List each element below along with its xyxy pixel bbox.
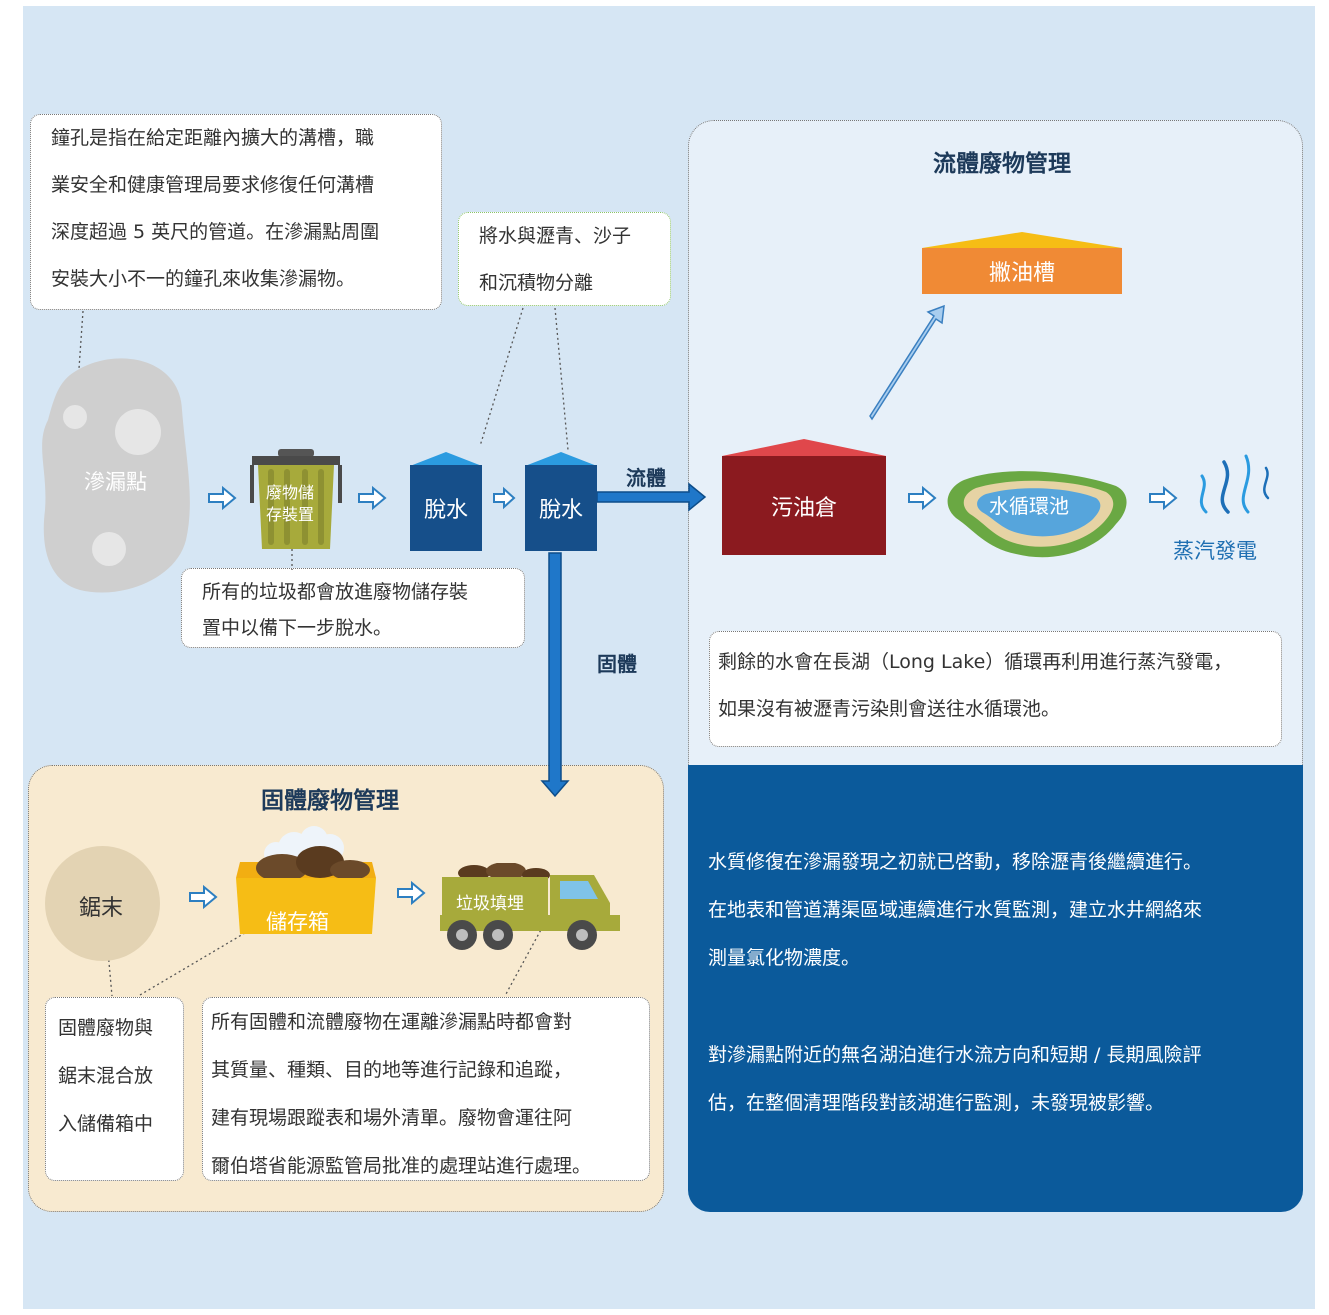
sawdust-note: 固體廢物與 鋸末混合放 入儲備箱中 [45, 997, 184, 1181]
sawdust-connector [106, 939, 113, 997]
water-quality-line: 測量氯化物濃度。 [708, 947, 861, 969]
water-pond-icon [947, 471, 1127, 558]
skim-tank-roof [922, 232, 1122, 248]
tracking-note-line: 爾伯塔省能源監管局批准的處理站進行處理。 [211, 1155, 592, 1177]
solid-arrow-icon [540, 552, 570, 798]
water-quality-line: 估，在整個清理階段對該湖進行監測，未發現被影響。 [708, 1092, 1165, 1114]
fluid-label: 流體 [626, 466, 666, 490]
sawdust-note-line: 入儲備箱中 [58, 1113, 154, 1135]
water-quality-para2: 對滲漏點附近的無名湖泊進行水流方向和短期 / 長期風險評 估，在整個清理階段對該… [708, 1031, 1293, 1127]
borehole-note-line: 安裝大小不一的鐘孔來收集滲漏物。 [51, 268, 356, 290]
storage-device-label-line: 存裝置 [266, 505, 315, 524]
water-quality-para1: 水質修復在滲漏發現之初就已啓動，移除瀝青後繼續進行。 在地表和管道溝渠區域連續進… [708, 838, 1293, 982]
borehole-note-line: 深度超過 5 英尺的管道。在滲漏點周圍 [51, 221, 380, 243]
tracking-note-line: 建有現場跟蹤表和場外清單。廢物會運往阿 [211, 1107, 573, 1129]
borehole-note: 鐘孔是指在給定距離內擴大的溝槽，職 業安全和健康管理局要求修復任何溝槽 深度超過… [30, 114, 442, 310]
solid-label: 固體 [597, 652, 637, 676]
oil-tank-box: 污油倉 [722, 456, 886, 555]
skim-tank-box: 撇油槽 [922, 248, 1122, 294]
sawdust-note-line: 鋸末混合放 [58, 1065, 154, 1087]
steam-icon [1199, 454, 1270, 514]
arrow-icon [908, 485, 937, 511]
separate-note-line: 和沉積物分離 [479, 272, 594, 294]
truck-icon [440, 863, 620, 950]
storage-note-line: 所有的垃圾都會放進廢物儲存裝 [202, 581, 469, 603]
dewater1-box: 脫水 [410, 465, 482, 551]
water-quality-line: 水質修復在滲漏發現之初就已啓動，移除瀝青後繼續進行。 [708, 851, 1203, 873]
leak-point-label: 滲漏點 [84, 470, 147, 494]
separate-connector-1 [479, 307, 524, 447]
storage-box-label: 儲存箱 [266, 910, 329, 934]
water-pond-label: 水循環池 [989, 494, 1069, 518]
dewater1-roof [410, 452, 482, 466]
borehole-note-line: 鐘孔是指在給定距離內擴大的溝槽，職 [51, 127, 375, 149]
water-quality-panel [688, 765, 1303, 1212]
skim-arrow-icon [869, 304, 945, 421]
dewater2-roof [525, 452, 597, 466]
storage-device-label-line: 廢物儲 [266, 483, 315, 502]
borehole-note-line: 業安全和健康管理局要求修復任何溝槽 [51, 174, 375, 196]
arrow-icon [1149, 485, 1178, 511]
tracking-note-line: 所有固體和流體廢物在運離滲漏點時都會對 [211, 1011, 573, 1033]
borehole-connector [75, 310, 84, 413]
lake-note-line: 如果沒有被瀝青污染則會送往水循環池。 [718, 698, 1061, 720]
lake-note: 剩餘的水會在長湖（Long Lake）循環再利用進行蒸汽發電， 如果沒有被瀝青污… [709, 631, 1282, 747]
sawdust-label: 鋸末 [79, 896, 124, 921]
water-quality-line: 對滲漏點附近的無名湖泊進行水流方向和短期 / 長期風險評 [708, 1044, 1202, 1066]
separate-note-line: 將水與瀝青、沙子 [479, 225, 632, 247]
liquid-waste-title: 流體廢物管理 [933, 151, 1071, 177]
trash-can-icon [250, 449, 342, 549]
arrow-icon [208, 485, 237, 511]
solid-waste-title: 固體廢物管理 [261, 788, 399, 814]
tracking-note: 所有固體和流體廢物在運離滲漏點時都會對 其質量、種類、目的地等進行記錄和追蹤， … [202, 997, 650, 1181]
storage-box-icon [236, 826, 376, 934]
storage-note-line: 置中以備下一步脫水。 [202, 617, 393, 639]
landfill-label: 垃圾填埋 [456, 894, 524, 914]
dewater2-box: 脫水 [525, 465, 597, 551]
sawdust-note-line: 固體廢物與 [58, 1017, 154, 1039]
separate-note: 將水與瀝青、沙子 和沉積物分離 [458, 212, 671, 306]
water-quality-line: 在地表和管道溝渠區域連續進行水質監測，建立水井網絡來 [708, 899, 1203, 921]
tracking-note-line: 其質量、種類、目的地等進行記錄和追蹤， [211, 1059, 573, 1081]
sawdust-circle [45, 846, 160, 961]
steam-label: 蒸汽發電 [1173, 539, 1257, 563]
sawdust-box-connector [139, 929, 251, 996]
arrow-icon [358, 485, 387, 511]
separate-connector-2 [554, 307, 569, 451]
leak-point-blob [42, 358, 190, 593]
arrow-icon [493, 486, 516, 510]
arrow-icon [397, 880, 426, 906]
storage-note: 所有的垃圾都會放進廢物儲存裝 置中以備下一步脫水。 [181, 568, 525, 648]
fluid-arrow-icon [596, 482, 707, 512]
arrow-icon [189, 884, 218, 910]
lake-note-line: 剩餘的水會在長湖（Long Lake）循環再利用進行蒸汽發電， [718, 651, 1233, 673]
oil-tank-roof [722, 439, 886, 456]
storage-device-label: 廢物儲 存裝置 [266, 482, 314, 526]
